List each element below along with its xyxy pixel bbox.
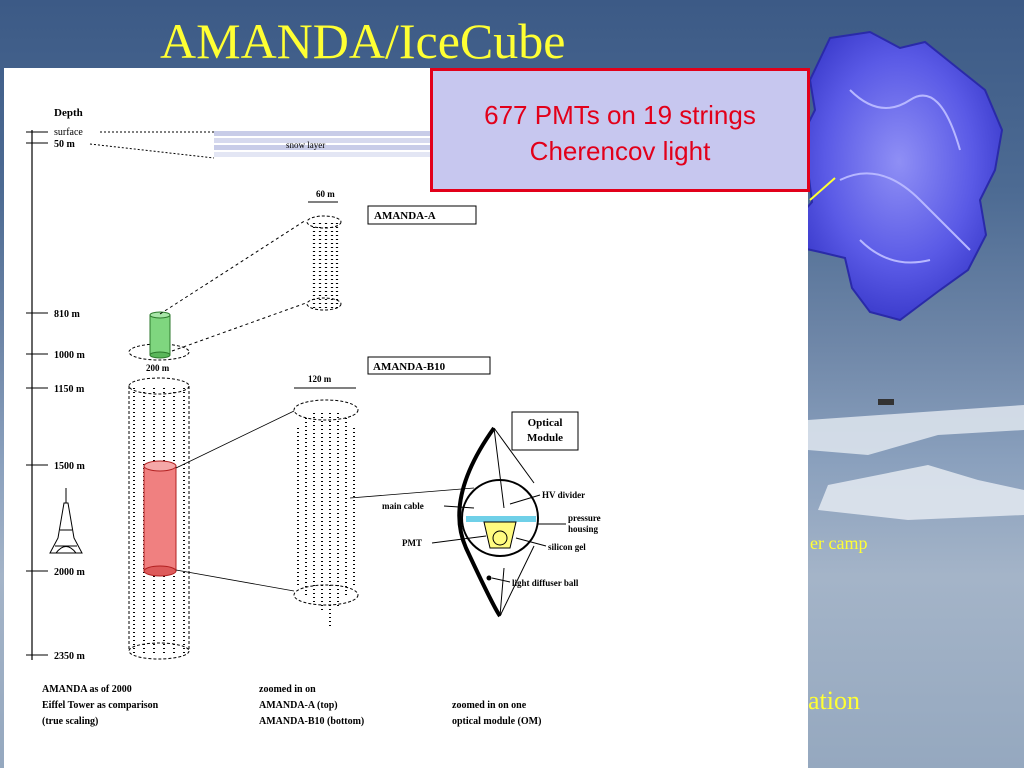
amanda-a-label: AMANDA-A — [374, 210, 436, 222]
om-label-light-diffuser-ball: light diffuser ball — [512, 578, 579, 588]
antarctica-map — [794, 30, 1004, 322]
caption-text: AMANDA as of 2000 — [42, 684, 132, 695]
amanda-b10-label: AMANDA-B10 — [373, 361, 446, 373]
depth-label: 1500 m — [54, 461, 86, 472]
snow-layer-label: snow layer — [286, 140, 325, 150]
eiffel-tower-icon — [49, 488, 83, 554]
om-label-pmt: PMT — [402, 538, 422, 548]
amanda-a-strings — [312, 223, 339, 308]
depth-label: 2350 m — [54, 651, 86, 662]
optical-module-title: Module — [527, 432, 563, 444]
background-text-fragment: ation — [808, 686, 860, 715]
detector-width-label: 200 m — [146, 363, 170, 373]
om-label-silicon-gel: silicon gel — [548, 542, 586, 552]
snow-layer-band — [214, 131, 434, 157]
caption-text: Eiffel Tower as comparison — [42, 700, 159, 711]
depth-label: 2000 m — [54, 567, 86, 578]
caption-text: (true scaling) — [42, 716, 98, 727]
background-text-fragment: er camp — [810, 533, 868, 553]
depth-label: surface — [54, 127, 83, 138]
depth-header: Depth — [54, 107, 83, 119]
om-label-hv-divider: HV divider — [542, 490, 585, 500]
depth-label: 1150 m — [54, 384, 85, 395]
caption-text: AMANDA-B10 (bottom) — [259, 716, 364, 727]
snowfield-photo — [808, 399, 1024, 520]
amanda-b10-strings — [297, 413, 355, 628]
caption-text: optical module (OM) — [452, 716, 541, 727]
depth-label: 810 m — [54, 309, 81, 320]
om-label-main-cable: main cable — [382, 501, 424, 511]
depth-label: 1000 m — [54, 350, 86, 361]
caption-text: zoomed in on — [259, 684, 316, 695]
amanda-b10-width-label: 120 m — [308, 374, 332, 384]
amanda-a-cylinder — [149, 311, 171, 359]
callout-box: 677 PMTs on 19 strings Cherencov light — [430, 68, 810, 192]
optical-module-title: Optical — [528, 417, 563, 429]
depth-label: 50 m — [54, 139, 76, 150]
slide-title: AMANDA/IceCube — [160, 13, 566, 69]
caption-text: AMANDA-A (top) — [259, 700, 338, 711]
caption-text: zoomed in on one — [452, 700, 527, 711]
callout-line-2: Cherencov light — [529, 136, 711, 166]
amanda-b10-cylinder — [143, 460, 177, 577]
callout-line-1: 677 PMTs on 19 strings — [484, 100, 756, 130]
om-label-pressure: pressure — [568, 513, 601, 523]
optical-module-drawing — [457, 426, 539, 618]
om-label-housing: housing — [568, 524, 599, 534]
amanda-a-width-label: 60 m — [316, 189, 335, 199]
